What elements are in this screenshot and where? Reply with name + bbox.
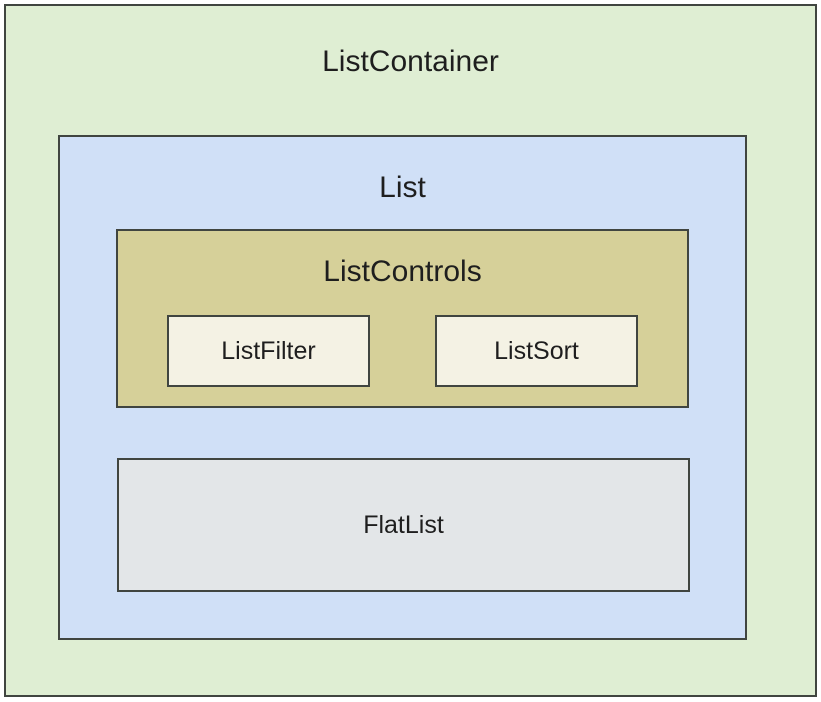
- box-flat-list-label: FlatList: [363, 511, 444, 539]
- box-list-sort-label: ListSort: [494, 337, 579, 365]
- box-flat-list: FlatList: [117, 458, 690, 592]
- box-list-container: ListContainer List ListControls ListFilt…: [4, 4, 817, 697]
- box-list: List ListControls ListFilter ListSort Fl…: [58, 135, 747, 640]
- box-list-label: List: [379, 171, 426, 204]
- box-list-container-label: ListContainer: [322, 45, 499, 78]
- box-list-controls-label: ListControls: [323, 255, 482, 288]
- box-list-filter: ListFilter: [167, 315, 370, 387]
- box-list-filter-label: ListFilter: [221, 337, 316, 365]
- box-list-controls: ListControls ListFilter ListSort: [116, 229, 689, 408]
- box-list-sort: ListSort: [435, 315, 638, 387]
